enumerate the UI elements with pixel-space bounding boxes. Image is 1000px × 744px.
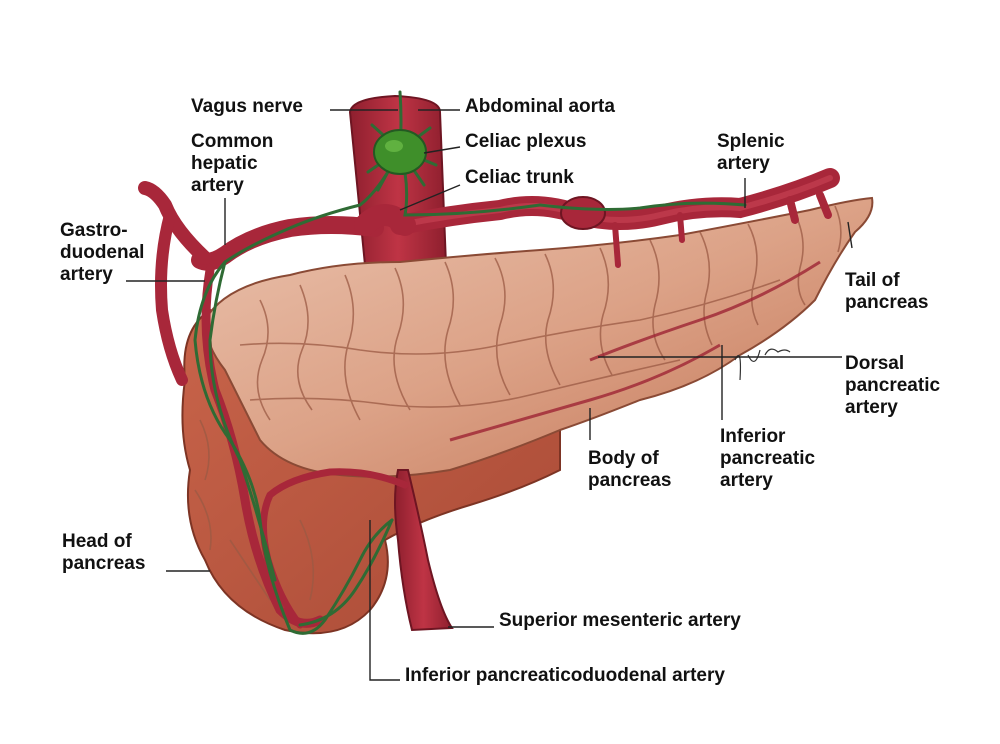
label-abdominal-aorta: Abdominal aorta xyxy=(465,96,615,117)
inferior-pancreatic-artery-vessel xyxy=(449,343,721,442)
abdominal-aorta-vessel xyxy=(348,94,448,266)
label-head-of-pancreas: Head of pancreas xyxy=(62,531,146,574)
label-inferior-pancreatic-artery: Inferior pancreatic artery xyxy=(720,426,816,491)
superior-mesenteric-artery-vessel xyxy=(394,469,454,632)
dorsal-pancreatic-artery-vessel xyxy=(589,260,821,362)
label-celiac-plexus: Celiac plexus xyxy=(465,131,587,152)
celiac-trunk-vessel xyxy=(354,204,416,236)
label-splenic-artery: Splenic artery xyxy=(717,131,785,174)
label-vagus-nerve: Vagus nerve xyxy=(191,96,303,117)
label-superior-mesenteric-artery: Superior mesenteric artery xyxy=(499,610,741,631)
label-inferior-pancreaticoduodenal-artery: Inferior pancreaticoduodenal artery xyxy=(405,665,725,686)
label-body-of-pancreas: Body of pancreas xyxy=(588,448,672,491)
celiac-plexus-ganglion xyxy=(366,123,438,192)
label-celiac-trunk: Celiac trunk xyxy=(465,167,574,188)
label-common-hepatic-artery: Common hepatic artery xyxy=(191,131,274,196)
pancreas-lobule-texture xyxy=(194,205,842,601)
leader-lines xyxy=(126,109,853,681)
label-gastroduodenal-artery: Gastro- duodenal artery xyxy=(60,220,145,285)
label-dorsal-pancreatic-artery: Dorsal pancreatic artery xyxy=(845,353,941,418)
gastroduodenal-artery-vessel xyxy=(155,209,188,386)
vagus-nerve-fibers xyxy=(193,90,747,635)
label-tail-of-pancreas: Tail of pancreas xyxy=(845,270,929,313)
inferior-pancreaticoduodenal-artery-vessel xyxy=(259,468,409,629)
common-hepatic-artery-vessel xyxy=(191,216,384,271)
